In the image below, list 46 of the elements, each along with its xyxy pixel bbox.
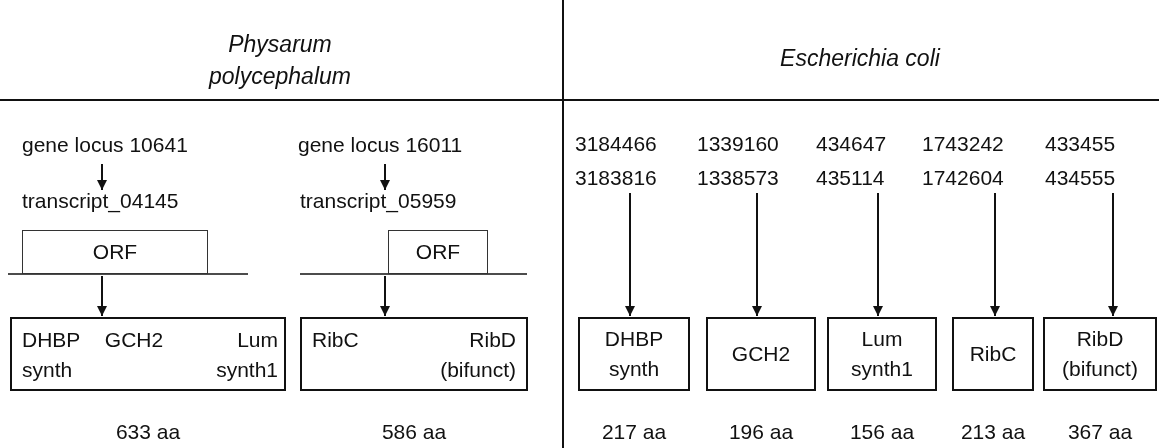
- protein-length: 156 aa: [848, 419, 916, 445]
- fusion-protein-box: [300, 317, 528, 391]
- coordinate-label: 1742604: [922, 165, 1004, 191]
- orf-box: ORF: [388, 230, 488, 274]
- arrow: [752, 192, 762, 317]
- arrow: [1108, 192, 1118, 317]
- protein-length: 196 aa: [727, 419, 795, 445]
- domain-label: RibD (bifunct): [439, 327, 516, 383]
- coordinate-label: 434555: [1045, 165, 1116, 191]
- coordinate-label: 3184466: [575, 131, 657, 157]
- coordinate-label: 1339160: [697, 131, 779, 157]
- gene-locus-label: gene locus 16011: [298, 132, 463, 158]
- protein-length: 213 aa: [959, 419, 1027, 445]
- protein-box: RibC: [952, 317, 1034, 391]
- coordinate-label: 1743242: [922, 131, 1004, 157]
- arrow: [625, 192, 635, 317]
- protein-length: 586 aa: [380, 419, 448, 445]
- protein-length: 367 aa: [1066, 419, 1134, 445]
- coordinate-label: 3183816: [575, 165, 657, 191]
- domain-label: DHBP synth: [22, 327, 81, 383]
- coordinate-label: 434647: [816, 131, 887, 157]
- protein-length: 217 aa: [600, 419, 668, 445]
- arrow: [97, 163, 107, 191]
- species-heading: Escherichia coli: [779, 44, 942, 73]
- coordinate-label: 433455: [1045, 131, 1116, 157]
- transcript-label: transcript_05959: [300, 188, 457, 214]
- protein-box: Lum synth1: [827, 317, 937, 391]
- arrow: [97, 275, 107, 317]
- coordinate-label: 435114: [816, 165, 885, 191]
- arrow: [380, 275, 390, 317]
- orf-box: ORF: [22, 230, 208, 274]
- species-heading: Physarum polycephalum: [207, 30, 352, 91]
- domain-label: RibC: [312, 327, 360, 353]
- domain-label: GCH2: [103, 327, 165, 353]
- protein-box: RibD (bifunct): [1043, 317, 1157, 391]
- arrow: [990, 192, 1000, 317]
- fusion-protein-box: [10, 317, 286, 391]
- domain-label: Lum synth1: [215, 327, 278, 383]
- protein-length: 633 aa: [114, 419, 182, 445]
- arrow: [380, 163, 390, 191]
- gene-locus-label: gene locus 10641: [22, 132, 188, 158]
- protein-box: GCH2: [706, 317, 816, 391]
- arrow: [873, 192, 883, 317]
- transcript-label: transcript_04145: [22, 188, 179, 214]
- coordinate-label: 1338573: [697, 165, 779, 191]
- protein-box: DHBP synth: [578, 317, 690, 391]
